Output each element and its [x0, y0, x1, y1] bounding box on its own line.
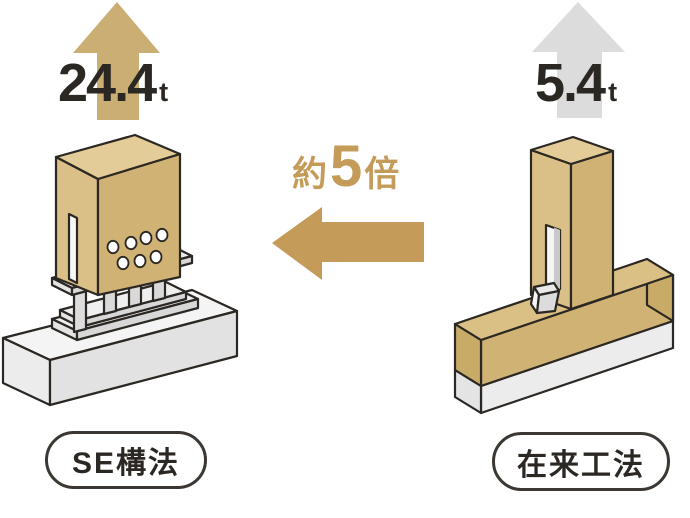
right-strength-number: 5.4 — [535, 53, 606, 113]
conventional-joint-illustration — [453, 135, 675, 415]
left-strength-number: 24.4 — [58, 53, 157, 113]
right-method-text: 在来工法 — [517, 448, 645, 482]
left-arrow-gold-icon — [272, 207, 424, 280]
up-arrow-gold-icon — [73, 2, 160, 120]
wood-column-with-mortise — [529, 135, 615, 311]
multiplier-prefix: 約 — [292, 155, 328, 194]
up-arrow-gray-icon — [532, 2, 625, 118]
multiplier-suffix: 倍 — [364, 155, 400, 194]
right-strength-unit: t — [608, 77, 618, 107]
se-connection-illustration — [1, 133, 239, 407]
joint-pin-block — [529, 281, 561, 315]
left-strength-unit: t — [159, 77, 169, 107]
wood-column-with-bolt-holes — [54, 133, 182, 297]
bolt-holes — [106, 227, 169, 271]
left-method-text: SE構法 — [71, 447, 181, 480]
left-method-label: SE構法 — [45, 431, 207, 489]
multiplier-label: 約 5 倍 — [292, 138, 399, 196]
multiplier-number: 5 — [330, 134, 362, 199]
right-method-label: 在来工法 — [492, 432, 670, 491]
